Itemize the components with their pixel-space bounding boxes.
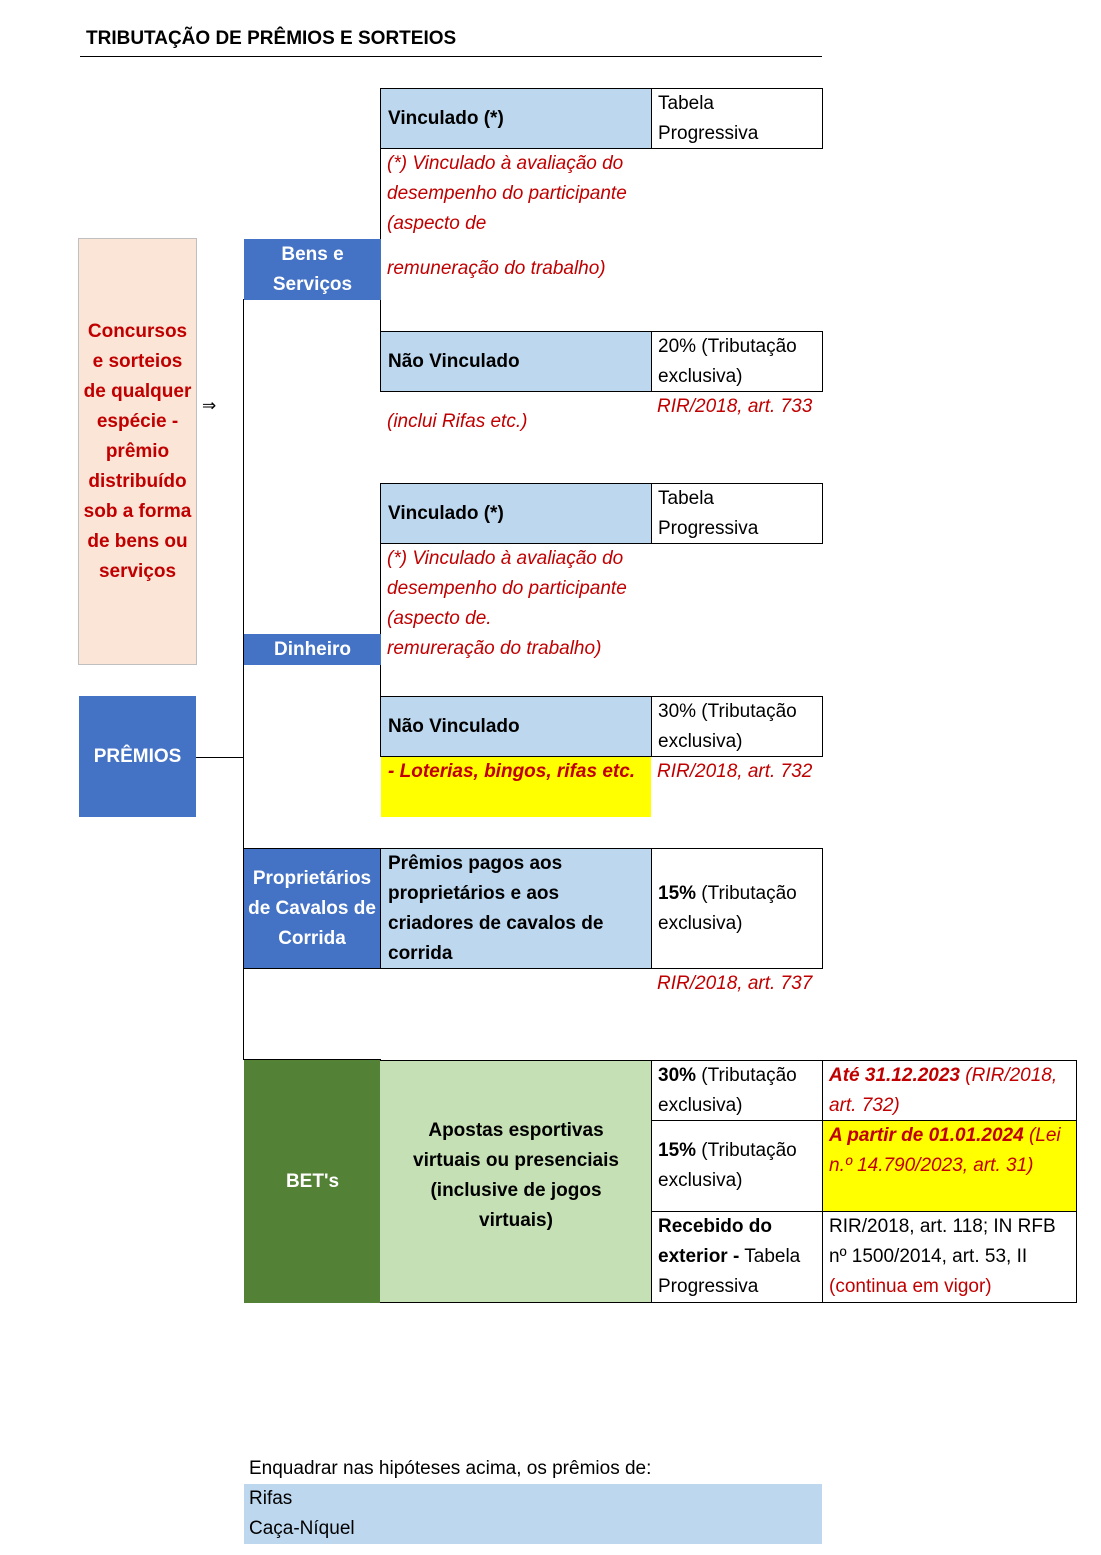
branch-bens-servicos: Bens e Serviços (244, 239, 381, 300)
bens-nao-vinculado-note: (inclui Rifas etc.) (387, 411, 528, 432)
bets-box: BET's (244, 1060, 381, 1303)
bets-note-30: Até 31.12.2023 (RIR/2018, art. 732) (829, 1061, 1069, 1121)
cavalos-rate-rest: (Tributação exclusiva) (658, 882, 797, 934)
bens-vinculado-cell: Vinculado (*) (380, 88, 652, 149)
dinheiro-nao-vinculado-ref: RIR/2018, art. 732 (657, 761, 813, 782)
bens-nao-vinculado-cell: Não Vinculado (380, 331, 652, 392)
connector-bens-upper (380, 118, 381, 300)
footer-list: Rifas Caça-Níquel (244, 1484, 822, 1544)
bets-desc-cell: Apostas esportivas virtuais ou presencia… (380, 1060, 652, 1303)
bets-rate-30-bold: 30% (658, 1065, 697, 1086)
bets-exterior-cell: Recebido do exterior - Tabela Progressiv… (651, 1211, 823, 1303)
dinheiro-vinculado-value: Tabela Progressiva (658, 488, 759, 539)
cavalos-ref: RIR/2018, art. 737 (657, 973, 813, 994)
cavalos-rate-bold: 15% (658, 882, 697, 904)
bets-rate-15-rest: (Tributação exclusiva) (658, 1140, 797, 1191)
dinheiro-nao-vinculado-label: Não Vinculado (388, 715, 520, 737)
connector-cavalos-bottom (243, 1059, 381, 1060)
bens-vinculado-note: (*) Vinculado à avaliação do desempenho … (387, 149, 649, 239)
dinheiro-vinculado-label: Vinculado (*) (388, 502, 504, 524)
bens-vinculado-value-cell: Tabela Progressiva (651, 88, 823, 149)
bets-note-30-rest: (RIR/2018, art. 732) (829, 1065, 1058, 1116)
bets-rate-30-rest: (Tributação exclusiva) (658, 1065, 797, 1116)
dinheiro-vinculado-value-cell: Tabela Progressiva (651, 483, 823, 544)
premios-box: PRÊMIOS (79, 696, 196, 817)
premios-label: PRÊMIOS (93, 745, 182, 767)
connector-dinheiro (380, 513, 381, 727)
footer-item-rifas: Rifas (249, 1488, 293, 1509)
dinheiro-vinculado-note-2: remureração do trabalho) (387, 638, 602, 659)
bens-vinculado-note-2: remuneração do trabalho) (387, 258, 606, 279)
dinheiro-vinculado-cell: Vinculado (*) (380, 483, 652, 544)
dinheiro-vinculado-note: (*) Vinculado à avaliação do desempenho … (387, 548, 627, 629)
bets-note-15-rest: (Lei n.º 14.790/2023, art. 31) (829, 1125, 1061, 1176)
bets-rate-15-cell: 15% (Tributação exclusiva) (651, 1120, 823, 1212)
bets-rate-15-bold: 15% (658, 1140, 697, 1161)
bets-exterior-rest: Tabela Progressiva (658, 1246, 801, 1297)
connector-bens-lower (380, 299, 381, 361)
cavalos-rate: 15% (Tributação exclusiva) (658, 879, 815, 939)
bets-note-15-cell: A partir de 01.01.2024 (Lei n.º 14.790/2… (822, 1120, 1077, 1212)
dinheiro-loterias-note: - Loterias, bingos, rifas etc. (381, 757, 651, 817)
cavalos-desc-cell: Prêmios pagos aos proprietários e aos cr… (380, 848, 652, 969)
bets-rate-15: 15% (Tributação exclusiva) (658, 1136, 815, 1196)
bets-note-15-bold: A partir de 01.01.2024 (829, 1125, 1024, 1146)
branch-cavalos: Proprietários de Cavalos de Corrida (243, 848, 381, 969)
bens-vinculado-note-line1: (*) Vinculado à avaliação do desempenho … (387, 153, 627, 234)
arrow-icon: ⇒ (202, 396, 217, 415)
bets-desc: Apostas esportivas virtuais ou presencia… (413, 1119, 619, 1231)
bets-rate-30-cell: 30% (Tributação exclusiva) (651, 1060, 823, 1121)
bets-note-30-bold: Até 31.12.2023 (829, 1065, 960, 1086)
dinheiro-nao-vinculado-cell: Não Vinculado (380, 696, 652, 757)
bens-vinculado-value: Tabela Progressiva (658, 93, 759, 144)
connector-trunk (243, 299, 244, 1060)
bets-note-15: A partir de 01.01.2024 (Lei n.º 14.790/2… (829, 1121, 1069, 1181)
branch-dinheiro-label: Dinheiro (273, 638, 352, 660)
branch-cavalos-label: Proprietários de Cavalos de Corrida (248, 867, 376, 949)
cavalos-desc: Prêmios pagos aos proprietários e aos cr… (388, 852, 604, 964)
footer-intro: Enquadrar nas hipóteses acima, os prêmio… (249, 1458, 652, 1479)
bets-note-30-cell: Até 31.12.2023 (RIR/2018, art. 732) (822, 1060, 1077, 1121)
connector-premios (196, 757, 244, 758)
bens-nao-vinculado-value-cell: 20% (Tributação exclusiva) (651, 331, 823, 392)
bens-nao-vinculado-ref: RIR/2018, art. 733 (657, 396, 813, 417)
bets-exterior: Recebido do exterior - Tabela Progressiv… (658, 1212, 815, 1302)
page-title: TRIBUTAÇÃO DE PRÊMIOS E SORTEIOS (86, 28, 457, 49)
branch-bens-label: Bens e Serviços (272, 243, 353, 295)
footer-item-caca-niquel: Caça-Níquel (249, 1518, 355, 1539)
bets-exterior-bold: Recebido do exterior - (658, 1216, 773, 1267)
bets-exterior-note: RIR/2018, art. 118; IN RFB nº 1500/2014,… (829, 1212, 1069, 1302)
title-underline (80, 56, 822, 57)
concursos-text: Concursos e sorteios de qualquer espécie… (83, 320, 192, 582)
bens-vinculado-label: Vinculado (*) (388, 107, 504, 129)
cavalos-rate-cell: 15% (Tributação exclusiva) (651, 848, 823, 969)
bets-exterior-note-cell: RIR/2018, art. 118; IN RFB nº 1500/2014,… (822, 1211, 1077, 1303)
bets-rate-30: 30% (Tributação exclusiva) (658, 1061, 815, 1121)
bets-exterior-note-red: (continua em vigor) (829, 1276, 992, 1297)
branch-dinheiro: Dinheiro (244, 634, 381, 665)
bets-exterior-note-text: RIR/2018, art. 118; IN RFB nº 1500/2014,… (829, 1216, 1056, 1267)
dinheiro-nao-vinculado-value-cell: 30% (Tributação exclusiva) (651, 696, 823, 757)
concursos-box: Concursos e sorteios de qualquer espécie… (78, 238, 197, 665)
bens-nao-vinculado-value: 20% (Tributação exclusiva) (658, 336, 797, 387)
dinheiro-loterias-text: - Loterias, bingos, rifas etc. (388, 761, 636, 782)
bets-label: BET's (285, 1170, 340, 1192)
dinheiro-nao-vinculado-value: 30% (Tributação exclusiva) (658, 701, 797, 752)
bens-nao-vinculado-label: Não Vinculado (388, 350, 520, 372)
